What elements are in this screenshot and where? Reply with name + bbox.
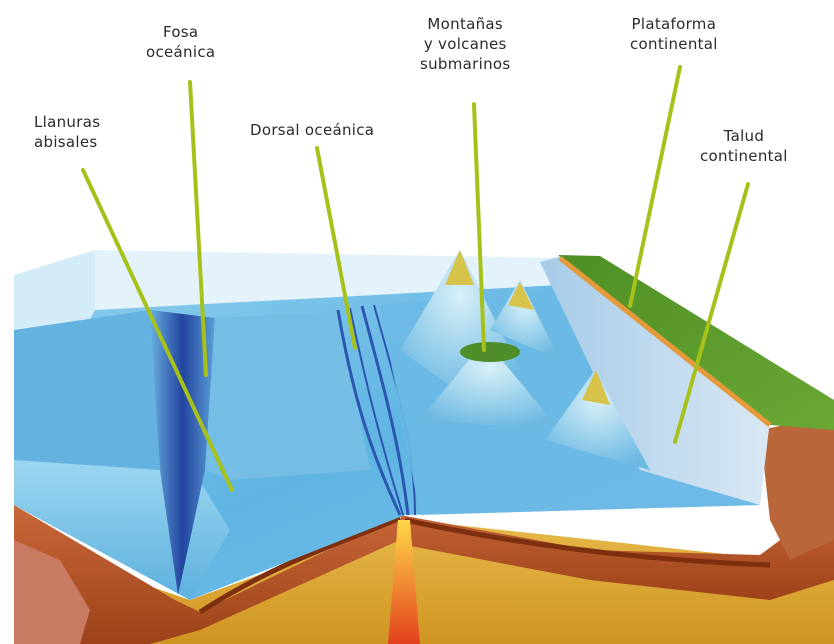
label-fosa-oceanica: Fosa oceánica (146, 22, 215, 62)
pointer-plataforma-continental (630, 67, 680, 306)
label-talud-continental: Talud continental (700, 126, 788, 166)
label-llanuras-abisales: Llanuras abisales (34, 112, 100, 152)
label-montanas-volcanes: Montañas y volcanes submarinos (420, 14, 510, 74)
label-plataforma-continental: Plataforma continental (630, 14, 718, 54)
label-dorsal-oceanica: Dorsal oceánica (250, 120, 374, 140)
